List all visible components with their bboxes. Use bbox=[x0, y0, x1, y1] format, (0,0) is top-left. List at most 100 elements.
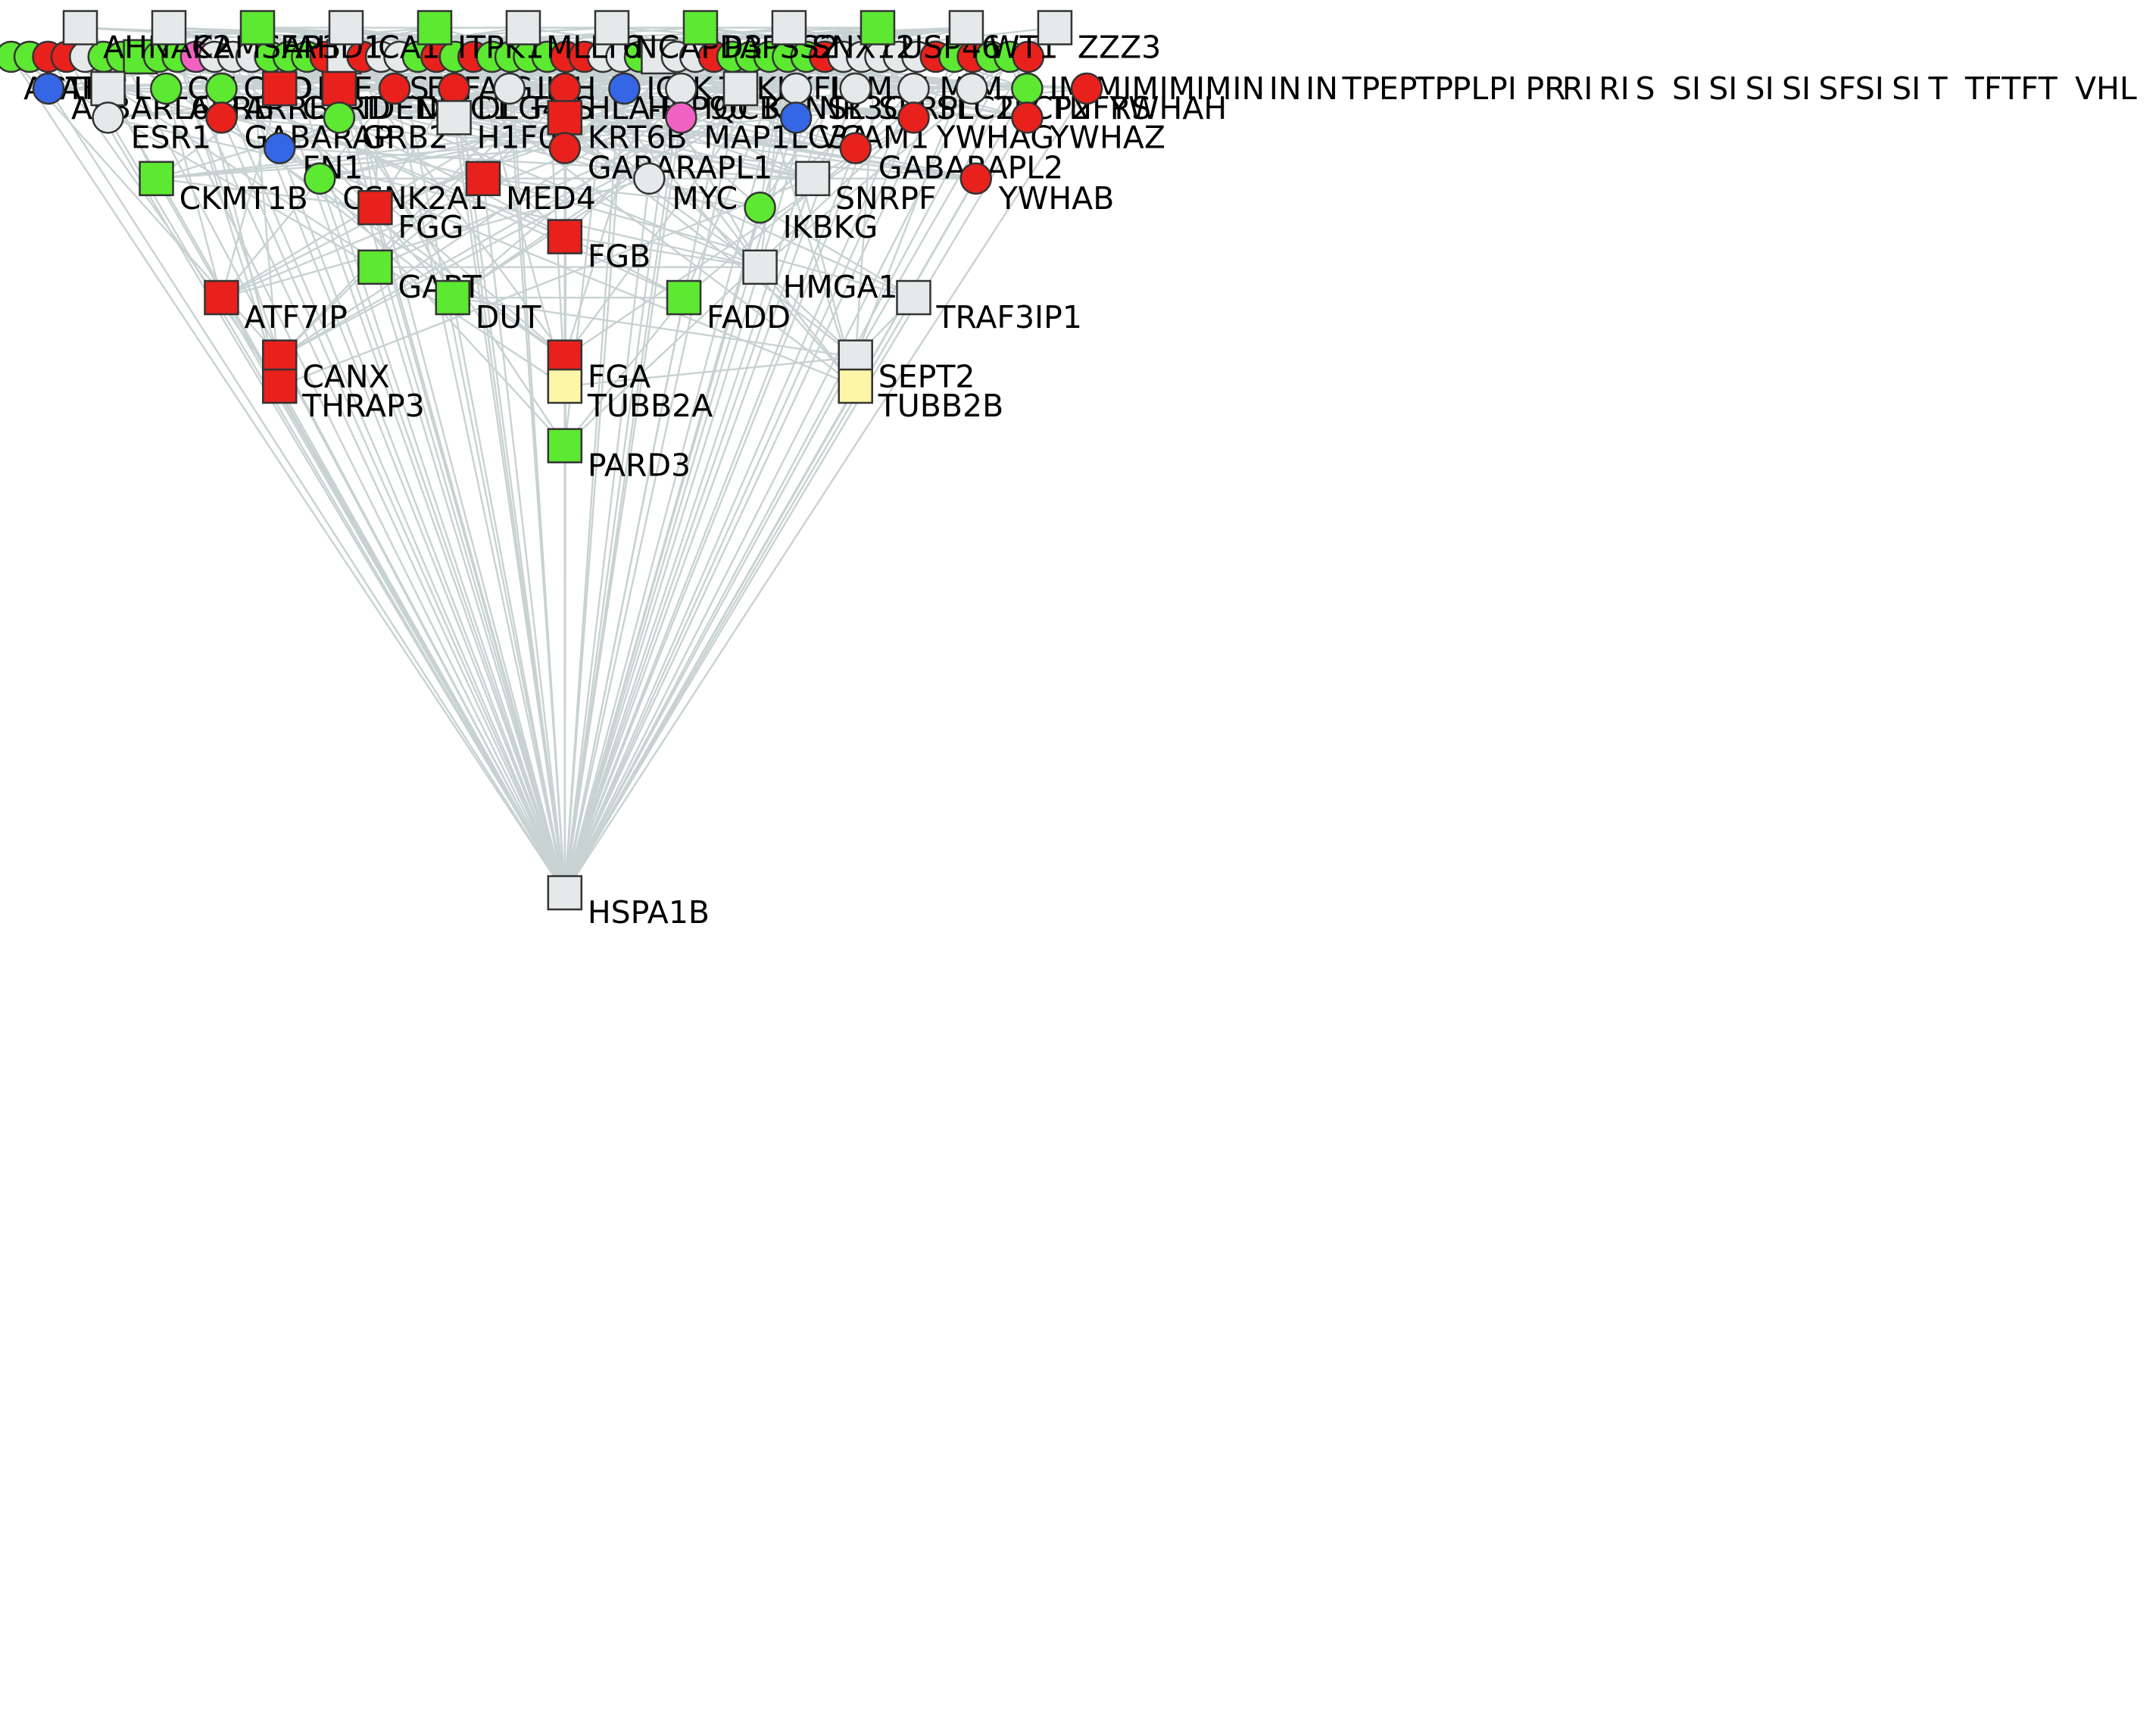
node-label: GRB2 bbox=[362, 119, 448, 155]
node-atf7ip[interactable] bbox=[204, 279, 239, 316]
node-mllt6[interactable] bbox=[505, 10, 541, 45]
node-card[interactable] bbox=[262, 70, 298, 107]
node-hspa1b[interactable] bbox=[547, 875, 583, 911]
node-ahnak2[interactable] bbox=[62, 10, 98, 45]
node-itpk1[interactable] bbox=[417, 10, 453, 45]
edge bbox=[374, 267, 566, 893]
node-serp[interactable] bbox=[839, 72, 872, 105]
node-csnk2a1[interactable] bbox=[304, 162, 336, 195]
node-ckmt1b[interactable] bbox=[139, 161, 174, 197]
edge bbox=[482, 177, 760, 209]
edge bbox=[563, 297, 685, 447]
edge bbox=[398, 56, 566, 893]
node-label: HSPA1B bbox=[588, 894, 710, 931]
node-vcam1[interactable] bbox=[779, 101, 813, 134]
node-iqcb1[interactable] bbox=[665, 72, 697, 105]
node-label: SI bbox=[1746, 70, 1774, 107]
edge bbox=[220, 88, 395, 298]
node-papss2[interactable] bbox=[682, 10, 719, 45]
node-hla-b[interactable] bbox=[548, 72, 582, 105]
node-denn[interactable] bbox=[321, 70, 357, 107]
node-label: DUT bbox=[476, 299, 542, 335]
node-arl6ip[interactable] bbox=[90, 70, 126, 107]
node-label: TP bbox=[1415, 70, 1453, 107]
node-arrb2[interactable] bbox=[205, 72, 238, 105]
edge bbox=[374, 177, 484, 268]
node-pard3[interactable] bbox=[547, 428, 583, 463]
node-thrap3[interactable] bbox=[262, 368, 298, 404]
edge bbox=[279, 148, 566, 893]
edge bbox=[854, 56, 974, 358]
node-gabarap[interactable] bbox=[205, 101, 238, 134]
node-gart[interactable] bbox=[357, 249, 393, 285]
node-slc2a[interactable] bbox=[897, 72, 930, 105]
node-camsap3[interactable] bbox=[151, 10, 187, 45]
edge bbox=[165, 88, 223, 298]
node-fadd[interactable] bbox=[666, 279, 702, 316]
node-sept2[interactable] bbox=[838, 339, 873, 375]
node-usp46[interactable] bbox=[860, 10, 896, 45]
node-ica1[interactable] bbox=[328, 10, 364, 45]
node-tnfrs[interactable] bbox=[1011, 72, 1044, 105]
node-label: PL bbox=[1452, 70, 1489, 107]
node-arrb[interactable] bbox=[150, 72, 183, 105]
node-label: TP bbox=[1342, 70, 1381, 107]
node-ywhah[interactable] bbox=[1070, 72, 1103, 105]
node-traf3ip1[interactable] bbox=[896, 279, 931, 316]
node-label: IM bbox=[1159, 70, 1195, 107]
node-label: EP bbox=[1379, 70, 1418, 107]
node-label: PR bbox=[1525, 70, 1565, 107]
node-esr1[interactable] bbox=[92, 101, 124, 134]
node-gabarapl2[interactable] bbox=[839, 132, 872, 164]
node-label: ATF7IP bbox=[244, 299, 347, 335]
node-fga[interactable] bbox=[547, 339, 583, 375]
node-ncapd3[interactable] bbox=[594, 10, 630, 45]
node-dlg4[interactable] bbox=[438, 72, 470, 105]
node-grb2[interactable] bbox=[323, 101, 356, 134]
node-label: H1F0 bbox=[477, 119, 558, 155]
node-label: S bbox=[1636, 70, 1655, 107]
node-snrpf[interactable] bbox=[794, 161, 831, 197]
node-ikbkg[interactable] bbox=[744, 191, 776, 224]
node-dut[interactable] bbox=[435, 279, 471, 316]
node-disc1[interactable] bbox=[378, 72, 411, 105]
row-node[interactable] bbox=[1012, 40, 1045, 73]
node-tubb2a[interactable] bbox=[547, 368, 583, 404]
node-tubb2b[interactable] bbox=[838, 368, 873, 404]
node-gabarapl1[interactable] bbox=[548, 132, 582, 164]
node-krt6b[interactable] bbox=[547, 100, 583, 136]
node-label: SI bbox=[1855, 70, 1884, 107]
node-kansl[interactable] bbox=[722, 70, 759, 107]
node-fahd1[interactable] bbox=[239, 10, 276, 45]
node-map1lc3a[interactable] bbox=[665, 101, 697, 134]
node-hmga1[interactable] bbox=[742, 249, 778, 285]
node-snx12[interactable] bbox=[771, 10, 807, 45]
node-label: IM bbox=[1196, 70, 1231, 107]
node-fgb[interactable] bbox=[547, 219, 583, 254]
node-h1f0[interactable] bbox=[436, 100, 472, 136]
node-wt1[interactable] bbox=[948, 10, 984, 45]
node-fn1[interactable] bbox=[264, 132, 296, 164]
node-ywhaz[interactable] bbox=[1011, 101, 1044, 134]
edge bbox=[563, 88, 856, 893]
node-alb[interactable] bbox=[32, 72, 65, 105]
node-hsp90[interactable] bbox=[608, 72, 641, 105]
node-ywhag[interactable] bbox=[897, 101, 930, 134]
node-tfcp2[interactable] bbox=[956, 72, 988, 105]
node-med4[interactable] bbox=[465, 161, 501, 197]
node-myc[interactable] bbox=[633, 162, 666, 195]
node-label: VHL bbox=[2075, 70, 2137, 107]
node-nr3c1[interactable] bbox=[779, 72, 813, 105]
node-ywhab[interactable] bbox=[959, 162, 992, 195]
edge bbox=[176, 56, 281, 358]
edge bbox=[214, 56, 281, 149]
edge bbox=[165, 88, 566, 893]
edge bbox=[564, 117, 915, 447]
edge bbox=[563, 56, 789, 358]
node-label: YWHAB bbox=[998, 180, 1115, 217]
node-fos[interactable] bbox=[493, 72, 526, 105]
node-fgg[interactable] bbox=[357, 189, 393, 226]
node-label: TF bbox=[2001, 70, 2039, 107]
node-zzz3[interactable] bbox=[1037, 10, 1073, 45]
